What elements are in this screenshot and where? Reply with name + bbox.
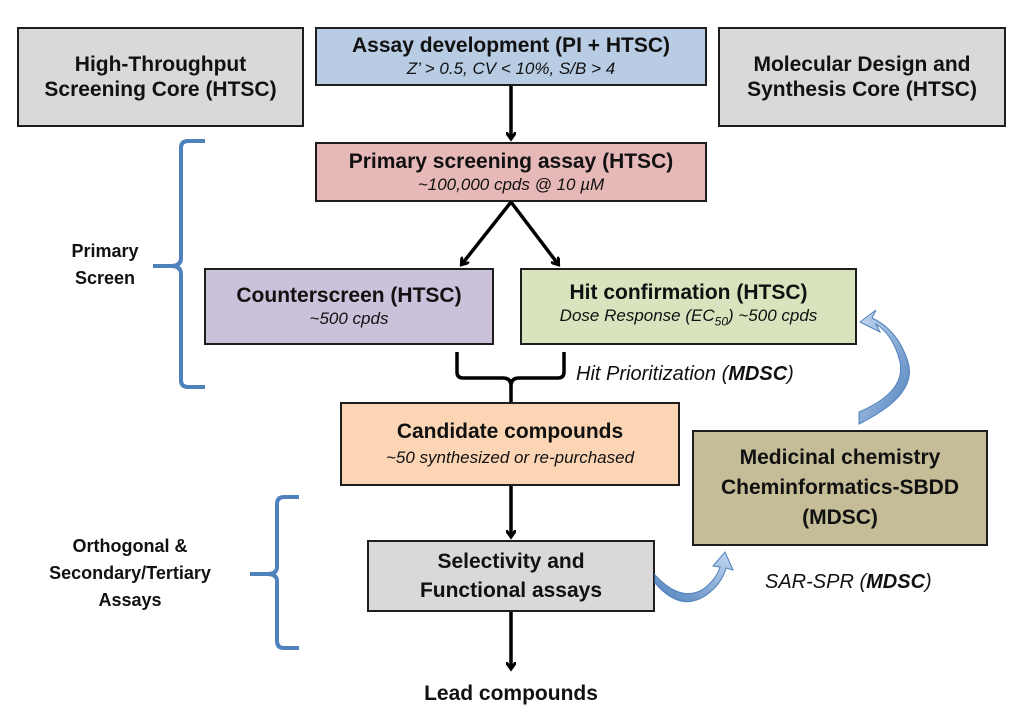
primary-screening-box: Primary screening assay (HTSC) ~100,000 … xyxy=(315,142,707,202)
counterscreen-subtitle: ~500 cpds xyxy=(309,309,389,328)
assay-development-criteria: Z’ > 0.5, CV < 10%, S/B > 4 xyxy=(406,59,616,78)
orthogonal-bracket xyxy=(250,495,299,650)
medchem-line1: Medicinal chemistry xyxy=(739,446,941,469)
primary-screen-label: Primary Screen xyxy=(50,238,160,292)
primary-screening-subtitle: ~100,000 cpds @ 10 µM xyxy=(417,174,605,194)
orthogonal-line2: Secondary/Tertiary xyxy=(49,563,211,583)
primary-screen-line2: Screen xyxy=(74,268,136,288)
hit-confirmation-title: Hit confirmation (HTSC) xyxy=(569,281,808,305)
candidate-compounds-subtitle: ~50 synthesized or re-purchased xyxy=(385,448,635,467)
hit-confirmation-box: Hit confirmation (HTSC) Dose Response (E… xyxy=(520,268,857,345)
htsc-core-box: High-Throughput Screening Core (HTSC) xyxy=(17,27,304,127)
feedback-arrow-medchem-to-hit-icon xyxy=(858,309,910,425)
mdsc-core-line2: Synthesis Core (HTSC) xyxy=(747,78,977,101)
candidate-compounds-box: Candidate compounds ~50 synthesized or r… xyxy=(340,402,680,486)
primary-screen-line1: Primary xyxy=(71,241,139,261)
medicinal-chemistry-box: Medicinal chemistry Cheminformatics-SBDD… xyxy=(692,430,988,546)
selectivity-line1: Selectivity and xyxy=(437,550,585,573)
orthogonal-line3: Assays xyxy=(98,590,162,610)
hit-prioritization-note: Hit Prioritization (MDSC) xyxy=(576,362,794,386)
arrow-primary-to-counterscreen xyxy=(462,200,513,264)
sar-spr-close: ) xyxy=(925,571,932,593)
selectivity-line2: Functional assays xyxy=(419,579,603,602)
mdsc-core-box: Molecular Design and Synthesis Core (HTS… xyxy=(718,27,1006,127)
selectivity-box: Selectivity and Functional assays xyxy=(367,540,655,612)
orthogonal-line1: Orthogonal & xyxy=(72,536,188,556)
sar-spr-core: MDSC xyxy=(866,571,926,593)
sar-spr-note: SAR-SPR (MDSC) xyxy=(765,570,932,594)
primary-screening-title: Primary screening assay (HTSC) xyxy=(348,149,674,173)
sar-arrow-selectivity-to-medchem-icon xyxy=(654,551,734,603)
hit-confirmation-subtitle: Dose Response (EC50) ~500 cpds xyxy=(560,305,818,332)
orthogonal-assays-label: Orthogonal & Secondary/Tertiary Assays xyxy=(30,533,230,614)
assay-development-box: Assay development (PI + HTSC) Z’ > 0.5, … xyxy=(315,27,707,86)
lead-compounds-label: Lead compounds xyxy=(424,682,598,705)
primary-screen-bracket xyxy=(153,139,205,389)
counterscreen-title: Counterscreen (HTSC) xyxy=(236,284,462,307)
merge-bracket xyxy=(455,352,566,402)
hit-prioritization-close: ) xyxy=(787,363,794,385)
sar-spr-text: SAR-SPR ( xyxy=(765,571,867,593)
dose-response-text: Dose Response (EC xyxy=(559,306,715,326)
medchem-line3: (MDSC) xyxy=(802,506,878,529)
mdsc-core-line1: Molecular Design and xyxy=(753,53,971,76)
arrow-primary-to-hit-confirmation xyxy=(509,200,558,264)
assay-development-title: Assay development (PI + HTSC) xyxy=(351,34,670,57)
htsc-core-line2: Screening Core (HTSC) xyxy=(44,78,277,101)
hit-prioritization-text: Hit Prioritization ( xyxy=(576,363,729,385)
medchem-line2: Cheminformatics-SBDD xyxy=(720,476,960,499)
hit-prioritization-core: MDSC xyxy=(728,363,788,385)
candidate-compounds-title: Candidate compounds xyxy=(396,420,624,443)
ec-subscript: 50 xyxy=(714,314,728,329)
hit-count-text: ) ~500 cpds xyxy=(728,306,818,326)
counterscreen-box: Counterscreen (HTSC) ~500 cpds xyxy=(204,268,494,345)
htsc-core-line1: High-Throughput xyxy=(74,53,247,76)
